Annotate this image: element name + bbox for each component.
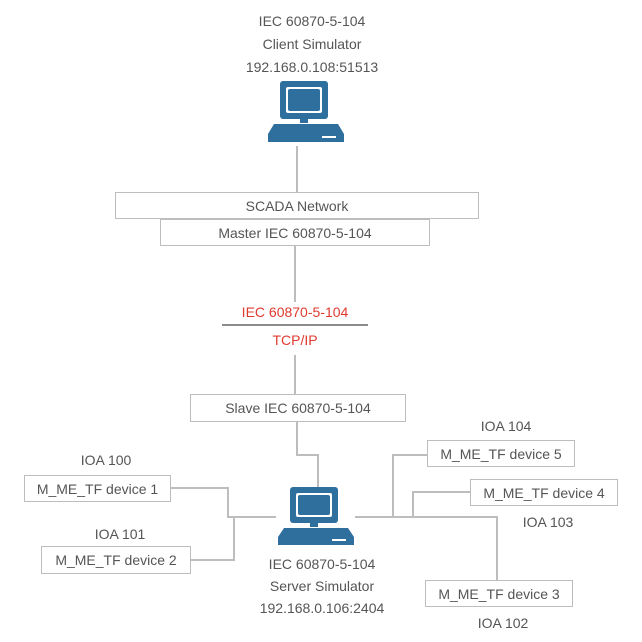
server-computer-icon[interactable]: [276, 486, 356, 548]
device-2-box[interactable]: M_ME_TF device 2: [41, 546, 191, 574]
device-2-connector: [190, 517, 235, 561]
connector-lines: [170, 146, 498, 580]
client-title: IEC 60870-5-104: [258, 13, 366, 29]
device-4-connector: [412, 491, 471, 517]
device-2-ioa: IOA 101: [94, 526, 146, 542]
server-title: IEC 60870-5-104: [268, 556, 376, 572]
device-1-connector: [170, 487, 276, 518]
scada-network-box[interactable]: SCADA Network: [115, 192, 479, 219]
device-5-connector: [392, 454, 427, 517]
device-1-ioa: IOA 100: [80, 452, 132, 468]
device-1-box[interactable]: M_ME_TF device 1: [24, 475, 171, 502]
device-4-box[interactable]: M_ME_TF device 4: [470, 479, 618, 506]
client-computer-icon[interactable]: [266, 80, 346, 146]
client-subtitle: Client Simulator: [262, 36, 362, 52]
protocol-label: IEC 60870-5-104: [241, 304, 349, 320]
master-box[interactable]: Master IEC 60870-5-104: [160, 219, 430, 246]
device-4-ioa: IOA 103: [522, 514, 574, 530]
device-3-ioa: IOA 102: [477, 615, 529, 631]
server-connector: [296, 422, 319, 488]
device-3-box[interactable]: M_ME_TF device 3: [425, 580, 573, 607]
server-subtitle: Server Simulator: [269, 578, 375, 594]
device-3-connector: [413, 516, 498, 580]
transport-label: TCP/IP: [272, 332, 318, 348]
client-address: 192.168.0.108:51513: [245, 59, 379, 75]
device-5-ioa: IOA 104: [480, 418, 532, 434]
slave-box[interactable]: Slave IEC 60870-5-104: [190, 394, 406, 422]
server-address: 192.168.0.106:2404: [259, 600, 385, 616]
device-5-box[interactable]: M_ME_TF device 5: [427, 440, 575, 467]
